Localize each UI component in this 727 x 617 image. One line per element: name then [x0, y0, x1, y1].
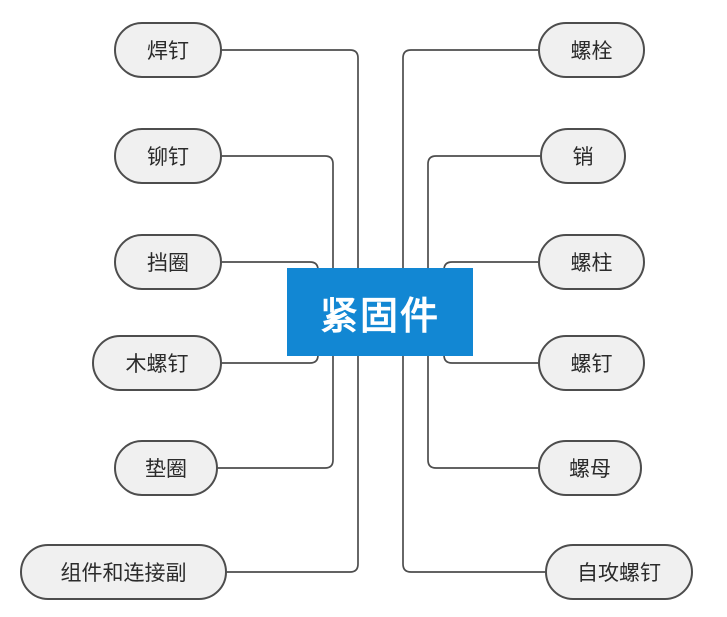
connector-assembly-connection: [227, 356, 359, 573]
node-bolt[interactable]: 螺栓: [538, 22, 645, 78]
node-washer[interactable]: 垫圈: [114, 440, 218, 496]
connector-washer: [218, 356, 334, 469]
node-wood-screw[interactable]: 木螺钉: [92, 335, 222, 391]
connector-wood-screw: [222, 354, 319, 364]
node-self-tapping-screw[interactable]: 自攻螺钉: [545, 544, 693, 600]
node-retaining-ring[interactable]: 挡圈: [114, 234, 222, 290]
node-assembly-connection[interactable]: 组件和连接副: [20, 544, 227, 600]
node-weld-stud[interactable]: 焊钉: [114, 22, 222, 78]
connector-rivet: [222, 155, 334, 269]
connector-pin: [427, 155, 540, 269]
node-rivet[interactable]: 铆钉: [114, 128, 222, 184]
connector-self-tapping-screw: [402, 356, 545, 573]
connector-bolt: [402, 49, 538, 269]
node-pin[interactable]: 销: [540, 128, 626, 184]
connector-screw: [443, 354, 538, 364]
node-stud[interactable]: 螺柱: [538, 234, 645, 290]
connector-nut: [427, 356, 538, 469]
center-node-fastener[interactable]: 紧固件: [287, 268, 473, 356]
node-nut[interactable]: 螺母: [538, 440, 642, 496]
connector-weld-stud: [222, 49, 359, 269]
node-screw[interactable]: 螺钉: [538, 335, 645, 391]
